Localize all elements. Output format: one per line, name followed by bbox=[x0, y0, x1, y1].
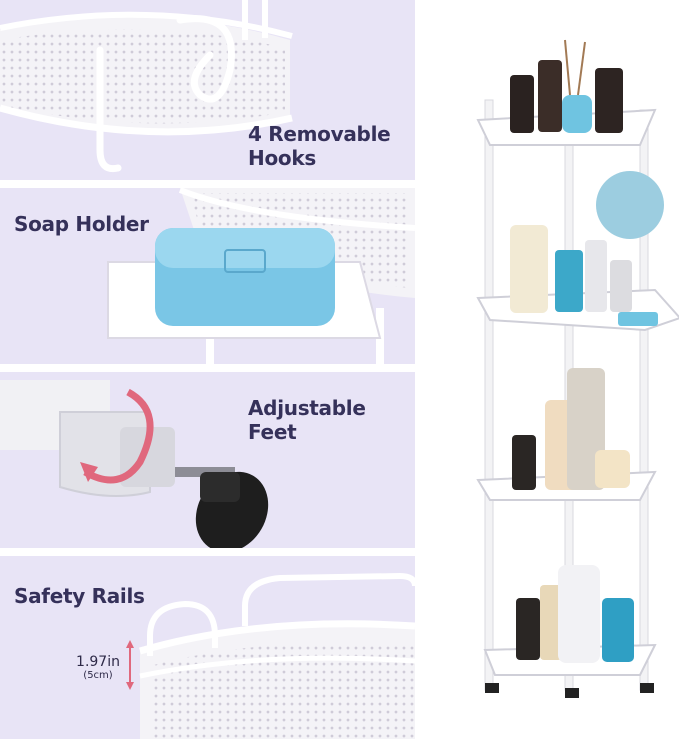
rail-height-imperial: 1.97in bbox=[76, 654, 120, 670]
feature-panel-hooks: 4 Removable Hooks bbox=[0, 0, 415, 180]
feature-title-rails: Safety Rails bbox=[14, 584, 145, 608]
feature-title-hooks: 4 Removable Hooks bbox=[248, 122, 391, 170]
feature-panel-feet: Adjustable Feet bbox=[0, 372, 415, 548]
corner-shelf-product bbox=[476, 39, 679, 698]
rail-height-metric: (5cm) bbox=[83, 670, 113, 681]
hooks-illustration bbox=[0, 0, 293, 173]
soap-holder-illustration bbox=[107, 188, 415, 364]
feature-panel-rails: Safety Rails 1.97in (5cm) bbox=[0, 556, 415, 739]
feature-title-feet: Adjustable Feet bbox=[248, 396, 366, 444]
feet-illustration bbox=[0, 380, 269, 548]
rail-height-annotation: 1.97in (5cm) bbox=[70, 654, 126, 681]
feature-panel-soap: Soap Holder bbox=[0, 188, 415, 364]
safety-rails-illustration bbox=[126, 572, 415, 739]
feature-title-soap: Soap Holder bbox=[14, 212, 149, 236]
